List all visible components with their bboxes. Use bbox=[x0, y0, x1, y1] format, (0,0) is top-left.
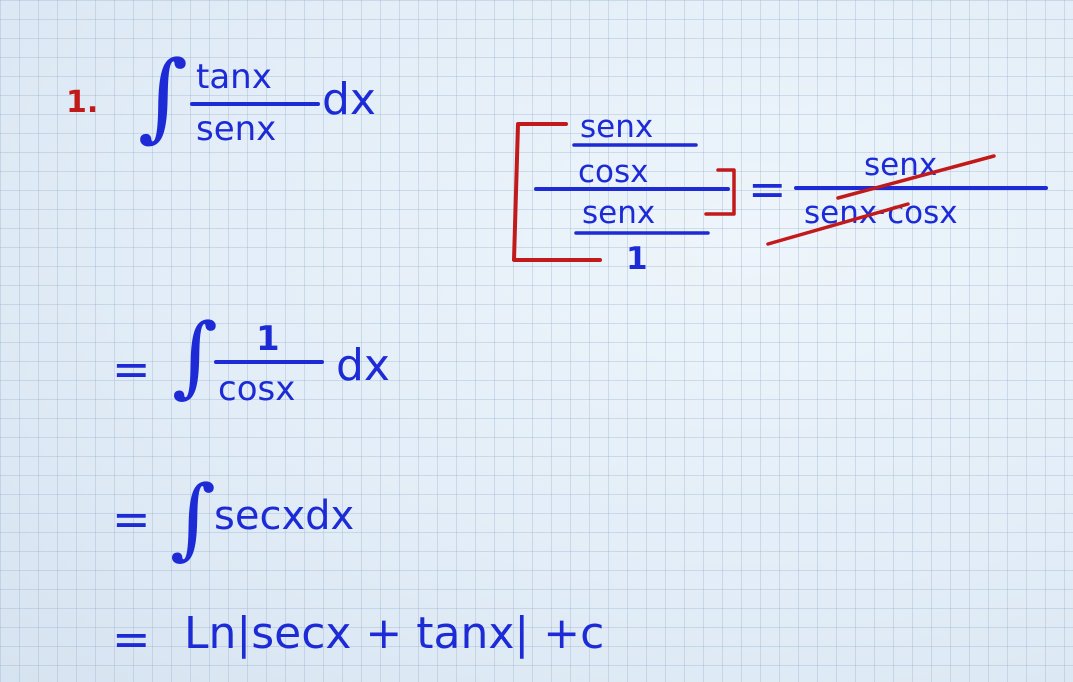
step1-differential: dx bbox=[336, 340, 390, 391]
side-equals-sign: = bbox=[748, 162, 787, 216]
cancel-stroke-numerator bbox=[836, 154, 996, 200]
step3-equals-sign: = bbox=[112, 612, 151, 666]
problem-differential: dx bbox=[322, 74, 376, 125]
step1-integral-sign: ∫ bbox=[172, 304, 218, 407]
side-top-numerator: senx bbox=[580, 109, 654, 145]
problem-numerator: tanx bbox=[196, 57, 272, 97]
step1-denominator: cosx bbox=[218, 369, 296, 409]
cancel-stroke-denominator bbox=[766, 202, 910, 246]
side-top-denominator: cosx bbox=[578, 154, 649, 190]
red-closing-bracket bbox=[704, 168, 736, 216]
side-bottom-denominator: 1 bbox=[626, 241, 648, 277]
step2-integral-sign: ∫ bbox=[170, 466, 216, 569]
step1-equals-sign: = bbox=[112, 342, 151, 396]
step1-numerator: 1 bbox=[256, 319, 280, 359]
integral-sign: ∫ bbox=[138, 40, 189, 152]
problem-denominator: senx bbox=[196, 109, 277, 149]
step2-body: secxdx bbox=[214, 493, 355, 539]
step2-equals-sign: = bbox=[112, 492, 151, 546]
step3-body: Ln|secx + tanx| +c bbox=[184, 608, 605, 659]
problem-number: 1. bbox=[66, 85, 99, 120]
side-bottom-numerator: senx bbox=[582, 195, 656, 231]
red-bracket bbox=[512, 122, 602, 262]
